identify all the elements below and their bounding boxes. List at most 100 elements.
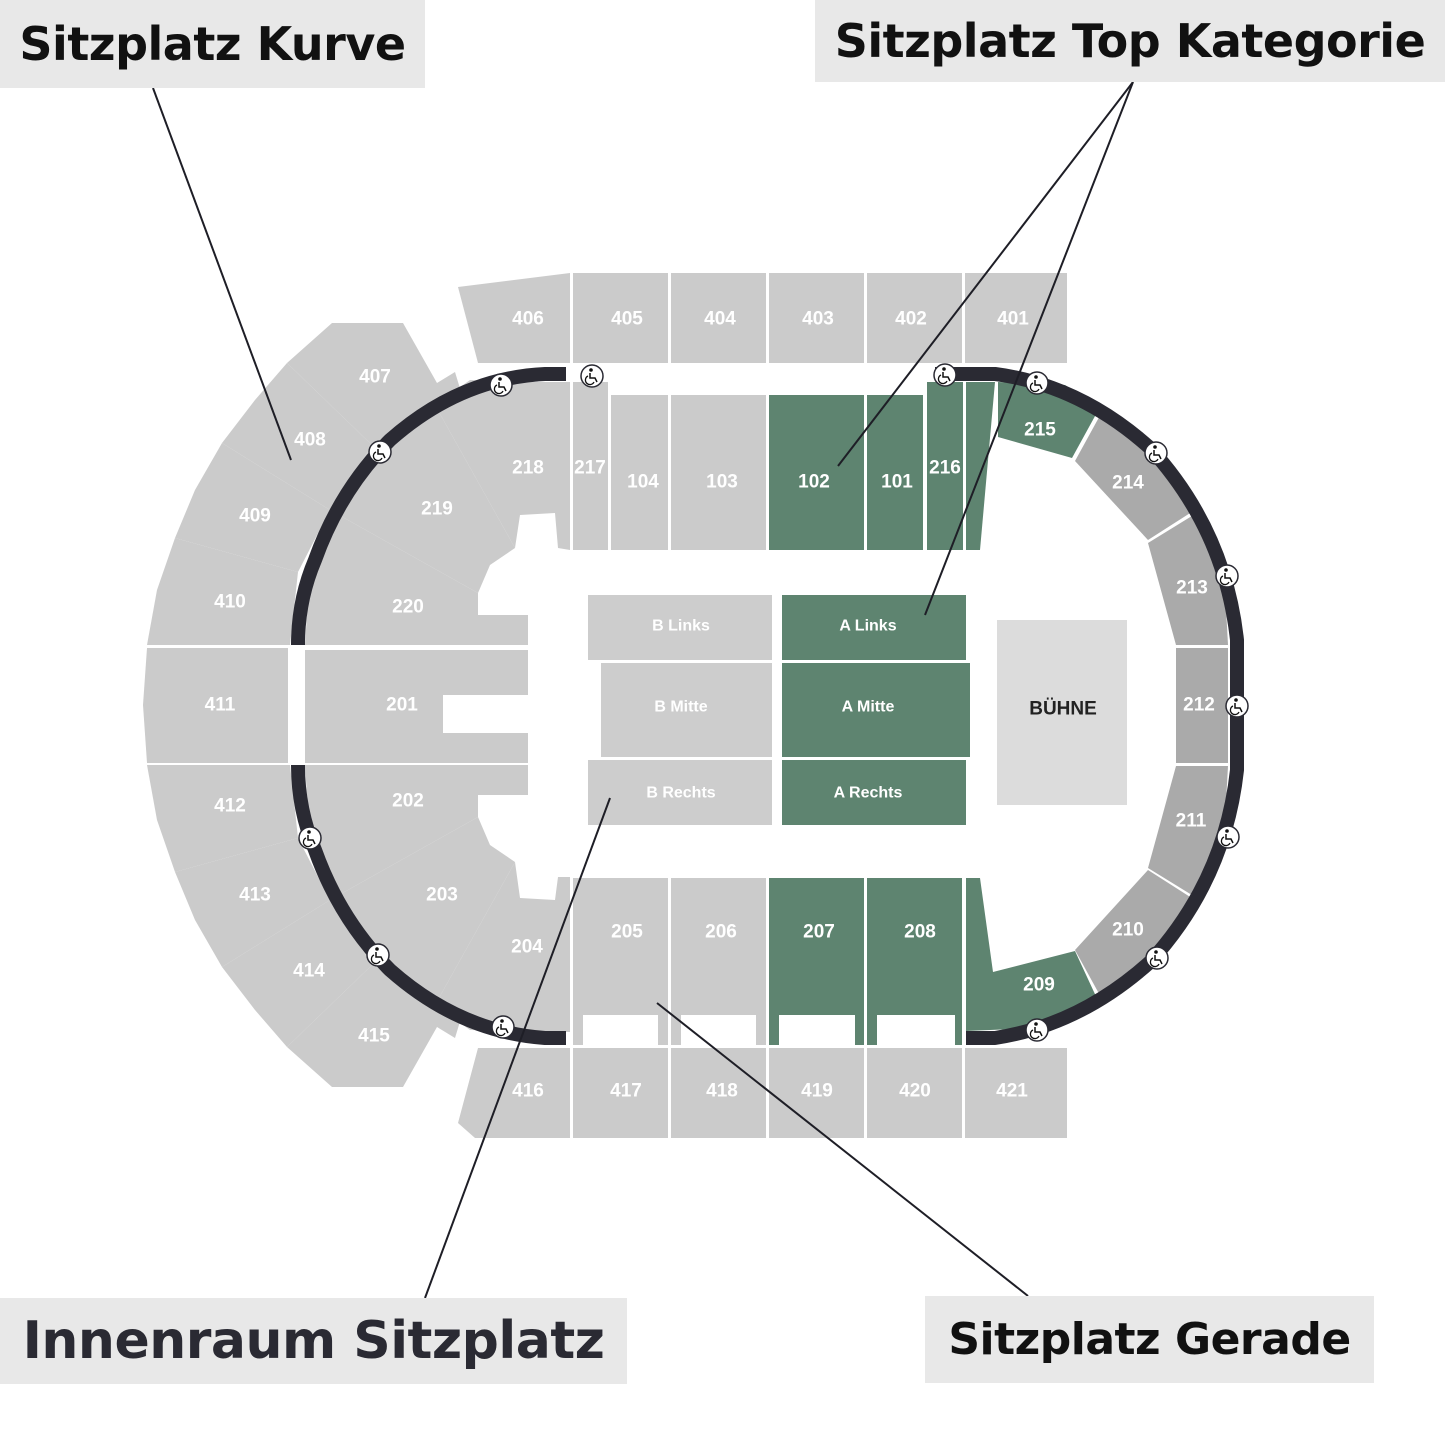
section-shape[interactable]	[458, 1048, 570, 1138]
section-418[interactable]: 418	[671, 1048, 766, 1138]
section-shape[interactable]	[965, 1048, 1067, 1138]
section-shape[interactable]	[147, 538, 298, 645]
section-shape[interactable]	[435, 862, 570, 1032]
section-shape[interactable]	[573, 382, 608, 550]
section-label: 102	[798, 472, 830, 493]
section-shape[interactable]	[671, 273, 766, 363]
section-408[interactable]: 408	[222, 363, 372, 510]
section-AL[interactable]: A Links	[782, 595, 966, 660]
section-shape[interactable]	[769, 1048, 864, 1138]
section-201[interactable]: 201	[305, 650, 528, 763]
section-AM[interactable]: A Mitte	[782, 663, 970, 757]
section-202[interactable]: 202	[305, 765, 528, 900]
section-101[interactable]: 101	[867, 395, 923, 550]
section-BM[interactable]: B Mitte	[601, 663, 772, 757]
section-204[interactable]: 204	[435, 862, 570, 1032]
section-406[interactable]: 406	[458, 273, 570, 363]
section-shape[interactable]	[782, 760, 966, 825]
section-label: 220	[392, 597, 424, 618]
section-shape[interactable]	[671, 395, 766, 550]
section-shape[interactable]	[1075, 870, 1198, 1001]
section-shape[interactable]	[175, 443, 330, 572]
section-217[interactable]: 217	[573, 382, 608, 550]
section-104[interactable]: 104	[611, 395, 668, 550]
section-411[interactable]: 411	[143, 648, 288, 763]
section-shape[interactable]	[611, 395, 668, 550]
section-414[interactable]: 414	[222, 900, 372, 1047]
section-shape[interactable]	[588, 760, 772, 825]
section-212[interactable]: 212	[1176, 648, 1228, 763]
section-BL[interactable]: B Links	[588, 595, 772, 660]
section-shape[interactable]	[769, 395, 864, 550]
section-shape[interactable]	[966, 878, 1100, 1031]
section-shape[interactable]	[867, 878, 962, 1045]
section-401[interactable]: 401	[965, 273, 1067, 363]
section-420[interactable]: 420	[867, 1048, 962, 1138]
section-shape[interactable]	[1176, 648, 1228, 763]
section-label: 421	[996, 1081, 1028, 1102]
section-label: 203	[426, 885, 458, 906]
section-207[interactable]: 207	[769, 878, 864, 1045]
section-416[interactable]: 416	[458, 1048, 570, 1138]
section-shape[interactable]	[305, 650, 528, 763]
section-label: 103	[706, 472, 738, 493]
section-BR[interactable]: B Rechts	[588, 760, 772, 825]
section-214[interactable]: 214	[1075, 410, 1198, 540]
section-206[interactable]: 206	[671, 878, 766, 1045]
section-402[interactable]: 402	[867, 273, 962, 363]
section-shape[interactable]	[573, 878, 668, 1045]
section-103[interactable]: 103	[671, 395, 766, 550]
section-shape[interactable]	[175, 838, 330, 967]
section-shape[interactable]	[782, 663, 970, 757]
section-shape[interactable]	[966, 382, 995, 550]
section-421[interactable]: 421	[965, 1048, 1067, 1138]
section-409[interactable]: 409	[175, 443, 330, 572]
section-412[interactable]: 412	[147, 765, 298, 872]
section-shape[interactable]	[305, 765, 528, 900]
section-shape[interactable]	[782, 595, 966, 660]
section-label: 214	[1112, 473, 1144, 494]
section-shape[interactable]	[867, 273, 962, 363]
section-shape[interactable]	[588, 595, 772, 660]
section-shape[interactable]	[965, 273, 1067, 363]
section-205[interactable]: 205	[573, 878, 668, 1045]
section-220[interactable]: 220	[305, 510, 528, 645]
section-216b[interactable]	[966, 382, 995, 550]
section-label: 410	[214, 592, 246, 613]
section-405[interactable]: 405	[573, 273, 668, 363]
section-label: 208	[904, 922, 936, 943]
section-label: 405	[611, 309, 643, 330]
section-shape[interactable]	[867, 1048, 962, 1138]
section-shape[interactable]	[222, 363, 372, 510]
section-403[interactable]: 403	[769, 273, 864, 363]
section-shape[interactable]	[222, 900, 372, 1047]
section-shape[interactable]	[769, 273, 864, 363]
section-shape[interactable]	[769, 878, 864, 1045]
section-216[interactable]: 216	[927, 382, 963, 550]
section-shape[interactable]	[147, 765, 298, 872]
section-shape[interactable]	[143, 648, 288, 763]
section-102[interactable]: 102	[769, 395, 864, 550]
section-label: 206	[705, 922, 737, 943]
section-404[interactable]: 404	[671, 273, 766, 363]
section-410[interactable]: 410	[147, 538, 298, 645]
section-209[interactable]: 209	[966, 878, 1100, 1031]
section-AR[interactable]: A Rechts	[782, 760, 966, 825]
section-shape[interactable]	[1075, 410, 1198, 540]
section-shape[interactable]	[927, 382, 963, 550]
section-208[interactable]: 208	[867, 878, 962, 1045]
section-shape[interactable]	[458, 273, 570, 363]
section-417[interactable]: 417	[573, 1048, 668, 1138]
section-shape[interactable]	[867, 395, 923, 550]
section-shape[interactable]	[435, 380, 570, 550]
section-shape[interactable]	[573, 1048, 668, 1138]
section-shape[interactable]	[305, 510, 528, 645]
section-419[interactable]: 419	[769, 1048, 864, 1138]
section-210[interactable]: 210	[1075, 870, 1198, 1001]
section-label: 204	[511, 937, 543, 958]
section-shape[interactable]	[671, 878, 766, 1045]
section-413[interactable]: 413	[175, 838, 330, 967]
section-218[interactable]: 218	[435, 380, 570, 550]
section-shape[interactable]	[601, 663, 772, 757]
section-shape[interactable]	[573, 273, 668, 363]
